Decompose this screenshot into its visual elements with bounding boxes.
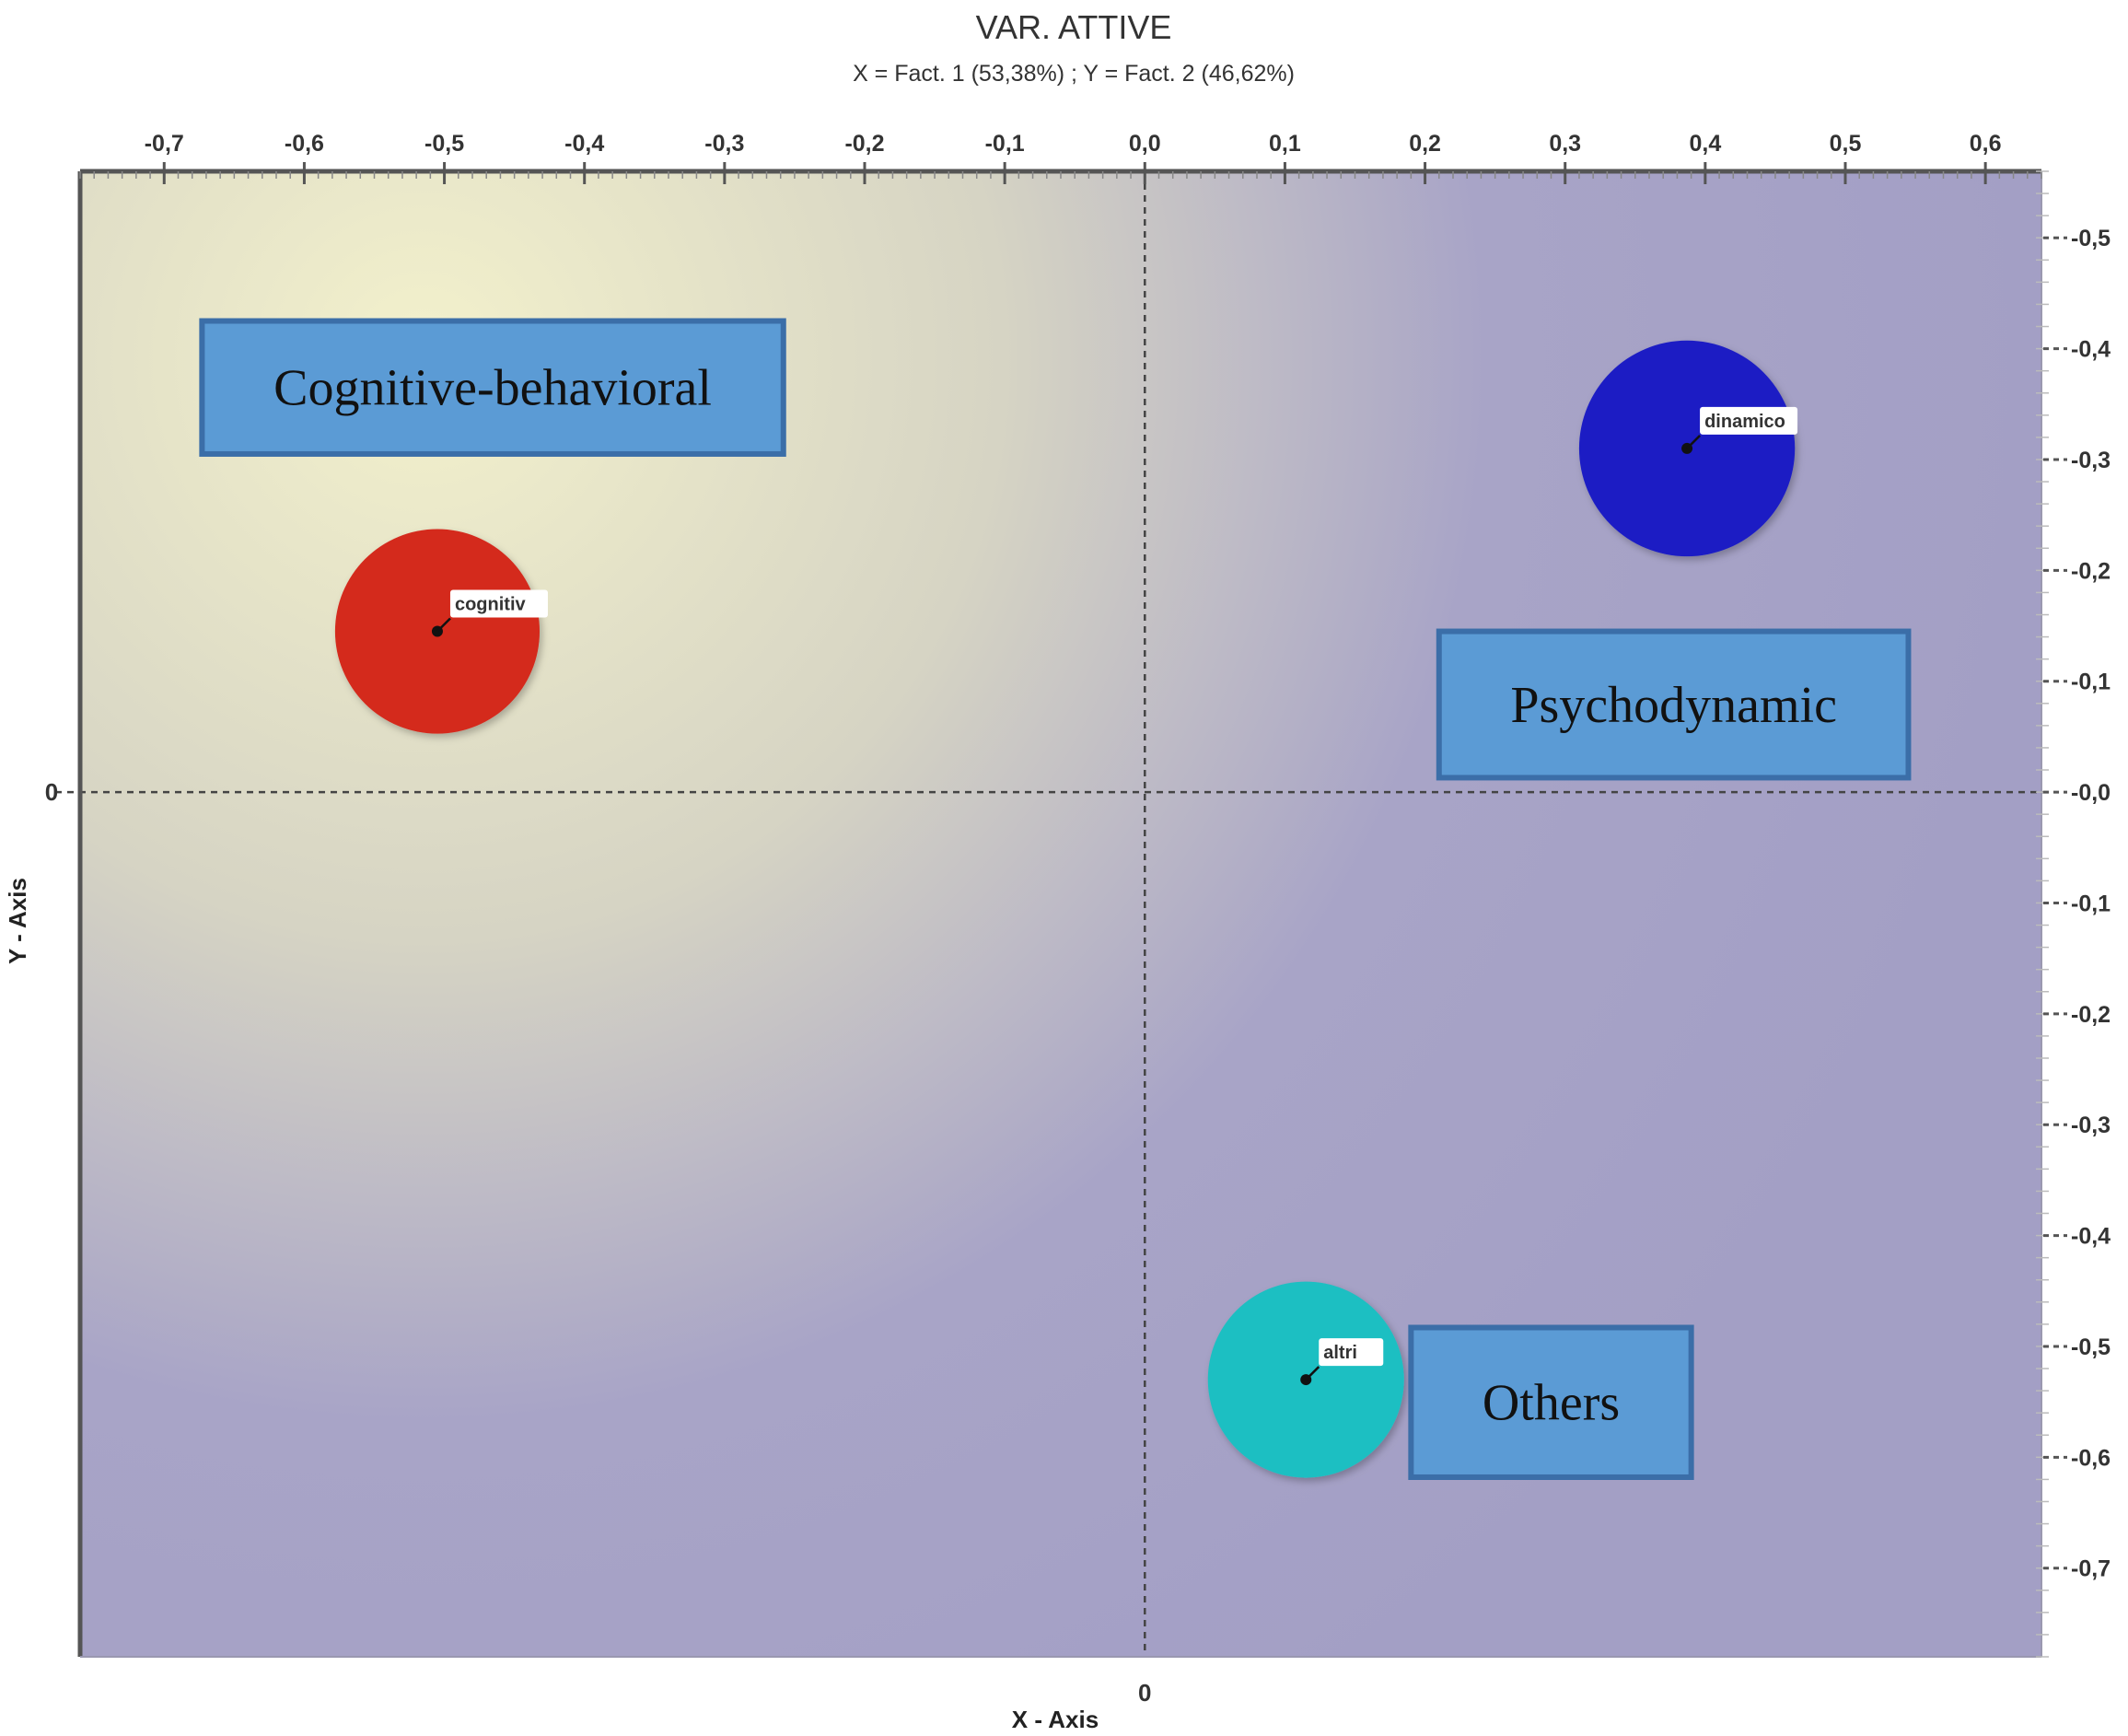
data-point: dinamico [1578, 340, 1798, 557]
point-label: cognitiv [455, 595, 527, 615]
annotation-box [1408, 1324, 1694, 1480]
axes: -0,7 -0,6 -0,5 -0,4 -0,3 -0,2 -0,1 0,0 0,1 0,2 0,3… [45, 131, 2111, 1707]
x-tick-label: 0,2 [1409, 131, 1441, 157]
y-tick-label: -0,2 [2071, 558, 2111, 584]
x-tick-label: -0,4 [564, 131, 604, 157]
label-leader-line [1686, 435, 1701, 449]
x-tick-label: -0,2 [844, 131, 884, 157]
y-tick-label: -0,6 [2071, 1445, 2111, 1471]
annotation: Cognitive-behavioral [199, 318, 786, 457]
x-tick-label: -0,1 [985, 131, 1025, 157]
point-label-background [1319, 1338, 1384, 1367]
y-tick-label: -0,7 [2071, 1556, 2111, 1582]
x-tick-label: 0,0 [1129, 131, 1161, 157]
y-tick-label: -0,3 [2071, 448, 2111, 473]
annotation-label: Psychodynamic [1510, 677, 1837, 734]
x-origin-label: 0 [1138, 1679, 1151, 1707]
y-tick-label: -0,3 [2071, 1113, 2111, 1138]
annotation-box [1436, 628, 1912, 781]
reference-lines [55, 171, 2052, 1657]
annotation: Others [1408, 1324, 1694, 1480]
y-tick-label: -0,4 [2071, 337, 2111, 363]
x-tick-label: -0,3 [704, 131, 744, 157]
x-tick-label: -0,5 [424, 131, 464, 157]
point-label-background [449, 589, 548, 618]
x-tick-label: 0,1 [1269, 131, 1301, 157]
label-leader-line [436, 617, 451, 633]
point-label-background [1700, 406, 1798, 435]
label-leader-line [1305, 1366, 1320, 1381]
y-tick-label: -0,2 [2071, 1002, 2111, 1028]
annotation-label: Cognitive-behavioral [273, 360, 712, 417]
data-points: cognitiv dinamico altri [334, 340, 1798, 1478]
x-tick-label: 0,5 [1830, 131, 1862, 157]
point-label: altri [1323, 1343, 1357, 1363]
point-label: dinamico [1704, 412, 1785, 432]
chart-subtitle: X = Fact. 1 (53,38%) ; Y = Fact. 2 (46,6… [853, 61, 1295, 87]
data-point: altri [1207, 1281, 1404, 1478]
y-tick-label: -0,0 [2071, 780, 2111, 806]
x-tick-label: -0,6 [285, 131, 324, 157]
x-axis-title: X - Axis [1012, 1706, 1099, 1733]
y-tick-label: -0,1 [2071, 670, 2111, 695]
y-axis-title: Y - Axis [4, 878, 31, 964]
x-tick-label: 0,4 [1689, 131, 1721, 157]
x-tick-label: 0,6 [1970, 131, 2002, 157]
annotation-label: Others [1483, 1375, 1620, 1432]
y-tick-label: -0,1 [2071, 891, 2111, 916]
annotation: Psychodynamic [1436, 628, 1912, 781]
x-tick-label: 0,3 [1549, 131, 1581, 157]
y-tick-label: -0,4 [2071, 1224, 2111, 1250]
chart-title: VAR. ATTIVE [976, 8, 1172, 46]
y-origin-label: 0 [45, 778, 58, 806]
y-tick-label: -0,5 [2071, 226, 2111, 251]
x-tick-label: -0,7 [145, 131, 184, 157]
annotation-box [199, 318, 786, 457]
y-tick-label: -0,5 [2071, 1334, 2111, 1360]
data-point: cognitiv [334, 529, 548, 734]
